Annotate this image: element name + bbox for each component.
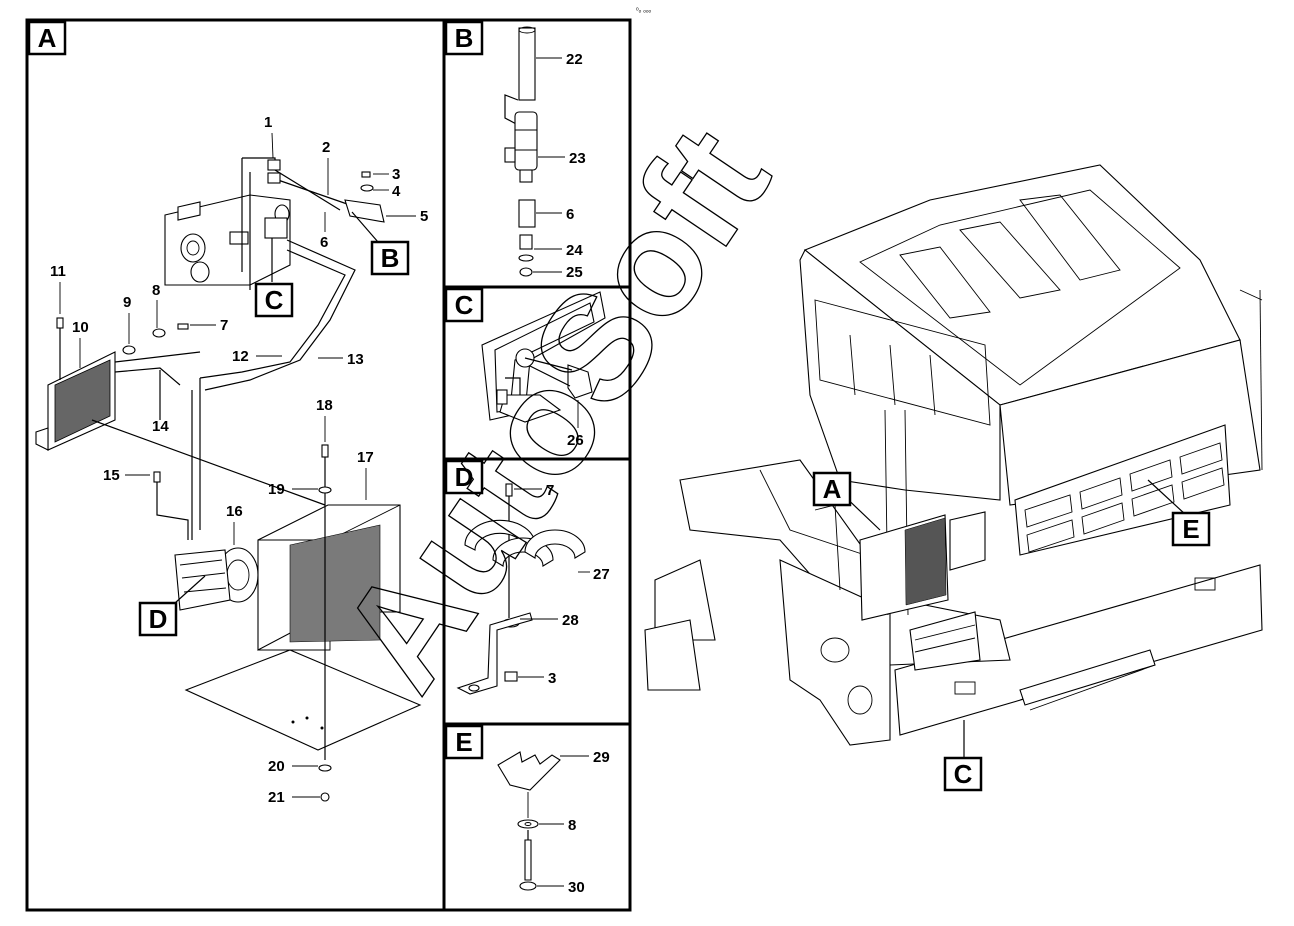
vehicle-cab-drawing <box>644 164 1263 746</box>
part-label: 19 <box>268 481 285 498</box>
part-label: 7 <box>546 482 554 499</box>
svg-text:D: D <box>149 604 168 634</box>
panel-label-c: C <box>444 287 484 323</box>
part-label: 5 <box>420 208 428 225</box>
watermark: AutoSoft <box>307 99 800 718</box>
part-label: 10 <box>72 319 89 336</box>
panel-label-d: D <box>444 459 484 495</box>
panel-label-a: A <box>27 20 67 56</box>
part-label: 13 <box>347 351 364 368</box>
part-label: 25 <box>566 264 583 281</box>
part-label: 1 <box>264 114 272 131</box>
panel-label-b: B <box>444 20 484 56</box>
part-label: 9 <box>123 294 131 311</box>
panel-a-frame <box>25 18 446 912</box>
part-label: 6 <box>320 234 328 251</box>
part-label: 27 <box>593 566 610 583</box>
part-label: 14 <box>152 418 169 435</box>
vehicle-callout-c: C <box>943 720 983 792</box>
callout-c: C <box>254 238 294 318</box>
part-label: 7 <box>220 317 228 334</box>
panel-d-callouts: 7 27 28 3 <box>514 482 610 687</box>
svg-text:A: A <box>823 474 842 504</box>
svg-text:C: C <box>455 290 474 320</box>
part-label: 20 <box>268 758 285 775</box>
header-text: ᵒₒ ₒₒₒ <box>636 7 652 14</box>
svg-text:D: D <box>455 462 474 492</box>
panel-b-drawing <box>504 26 538 277</box>
svg-text:B: B <box>381 243 400 273</box>
callout-d: D <box>138 575 206 637</box>
panel-c-drawing <box>481 291 606 423</box>
svg-text:E: E <box>455 727 472 757</box>
part-label: 15 <box>103 467 120 484</box>
part-label: 28 <box>562 612 579 629</box>
svg-text:E: E <box>1182 514 1199 544</box>
panel-d-drawing <box>456 483 586 695</box>
callout-b: B <box>351 211 410 276</box>
part-label: 12 <box>232 348 249 365</box>
part-label: 29 <box>593 749 610 766</box>
part-label: 24 <box>566 242 583 259</box>
panel-e-frame <box>442 722 632 912</box>
part-label: 3 <box>548 670 556 687</box>
panel-label-e: E <box>444 724 484 760</box>
part-label: 8 <box>152 282 160 299</box>
panel-e-drawing <box>497 751 561 891</box>
panel-e-callouts: 29 8 30 <box>537 749 610 896</box>
part-label: 21 <box>268 789 285 806</box>
part-label: 16 <box>226 503 243 520</box>
part-label: 17 <box>357 449 374 466</box>
part-label: 11 <box>50 263 66 280</box>
vehicle-callout-e: E <box>1147 479 1211 547</box>
part-label: 3 <box>392 166 400 183</box>
part-label: 23 <box>569 150 586 167</box>
part-label: 2 <box>322 139 330 156</box>
svg-text:C: C <box>265 285 284 315</box>
part-label: 26 <box>567 432 584 449</box>
part-label: 18 <box>316 397 333 414</box>
part-label: 6 <box>566 206 574 223</box>
panel-b-callouts: 22 23 6 24 25 <box>533 51 586 281</box>
panel-a-callouts: 1 2 3 4 5 6 7 8 9 10 11 12 13 14 15 16 1… <box>50 114 428 806</box>
part-label: 30 <box>568 879 585 896</box>
panel-a-drawing <box>35 157 422 802</box>
svg-text:A: A <box>38 23 57 53</box>
panel-c-callouts: 26 <box>567 400 584 449</box>
vehicle-callout-a: A <box>812 471 881 531</box>
part-label: 22 <box>566 51 583 68</box>
part-label: 8 <box>568 817 576 834</box>
svg-text:B: B <box>455 23 474 53</box>
part-label: 4 <box>392 183 401 200</box>
svg-text:C: C <box>954 759 973 789</box>
